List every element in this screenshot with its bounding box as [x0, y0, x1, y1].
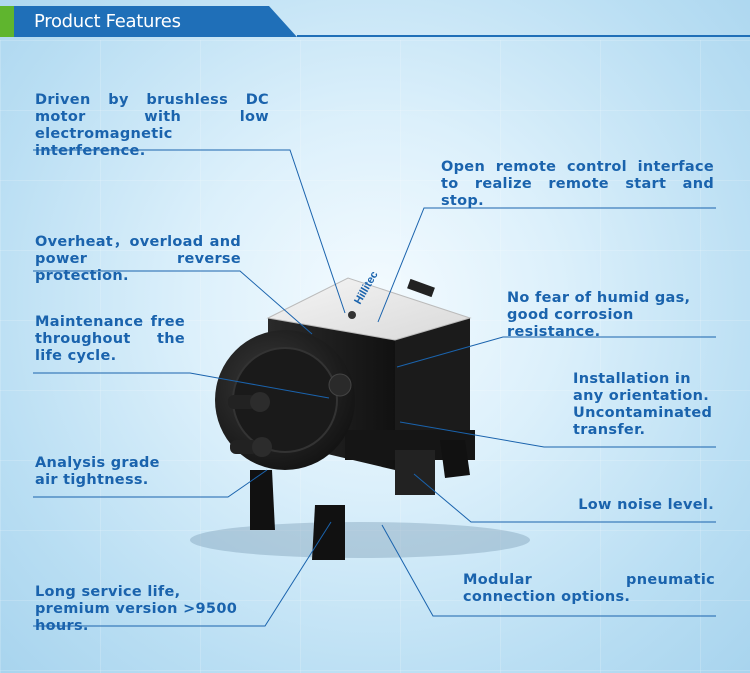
feature-protection: Overheat，overload and power reverse prot…	[35, 234, 241, 284]
section-header: Product Features	[0, 0, 750, 40]
head-screw	[328, 373, 352, 397]
header-accent-green	[0, 6, 14, 37]
feature-tightness: Analysis grade air tightness.	[35, 455, 160, 488]
callout-installation	[399, 421, 716, 448]
callout-protection	[33, 270, 313, 335]
shadow	[190, 522, 530, 558]
outlet-port	[252, 437, 272, 457]
foot-back	[440, 440, 470, 478]
callout-maintenance	[33, 372, 330, 399]
foot-front	[312, 505, 345, 560]
feature-installation: Installation in any orientation. Unconta…	[573, 371, 713, 438]
inlet-port	[250, 392, 270, 412]
header-rule	[297, 35, 750, 37]
feature-humid: No fear of humid gas, good corrosion res…	[507, 290, 691, 340]
callout-noise	[413, 473, 716, 523]
callout-modular	[381, 524, 716, 617]
callout-motor	[33, 149, 346, 314]
callout-tightness	[33, 469, 268, 498]
inlet-nozzle	[228, 395, 256, 409]
outlet-nozzle	[230, 440, 258, 454]
feature-service: Long service life, premium version >9500…	[35, 584, 238, 634]
callout-humid	[396, 336, 716, 368]
callout-remote	[377, 207, 716, 323]
fan-grill	[395, 450, 435, 495]
switch	[407, 278, 435, 298]
feature-motor: Driven by brushless DC motor with low el…	[35, 92, 269, 159]
top-label-panel	[266, 277, 472, 341]
feature-remote: Open remote control interface to realize…	[441, 159, 714, 209]
feature-maintenance: Maintenance free throughout the life cyc…	[35, 314, 185, 364]
foot-left	[250, 470, 275, 530]
section-title: Product Features	[34, 11, 181, 32]
feature-modular: Modular pneumatic connection options.	[463, 572, 715, 605]
header-tab	[14, 6, 297, 37]
callout-service	[33, 521, 332, 627]
feature-noise: Low noise level.	[578, 497, 714, 513]
indicator-led	[348, 311, 356, 319]
